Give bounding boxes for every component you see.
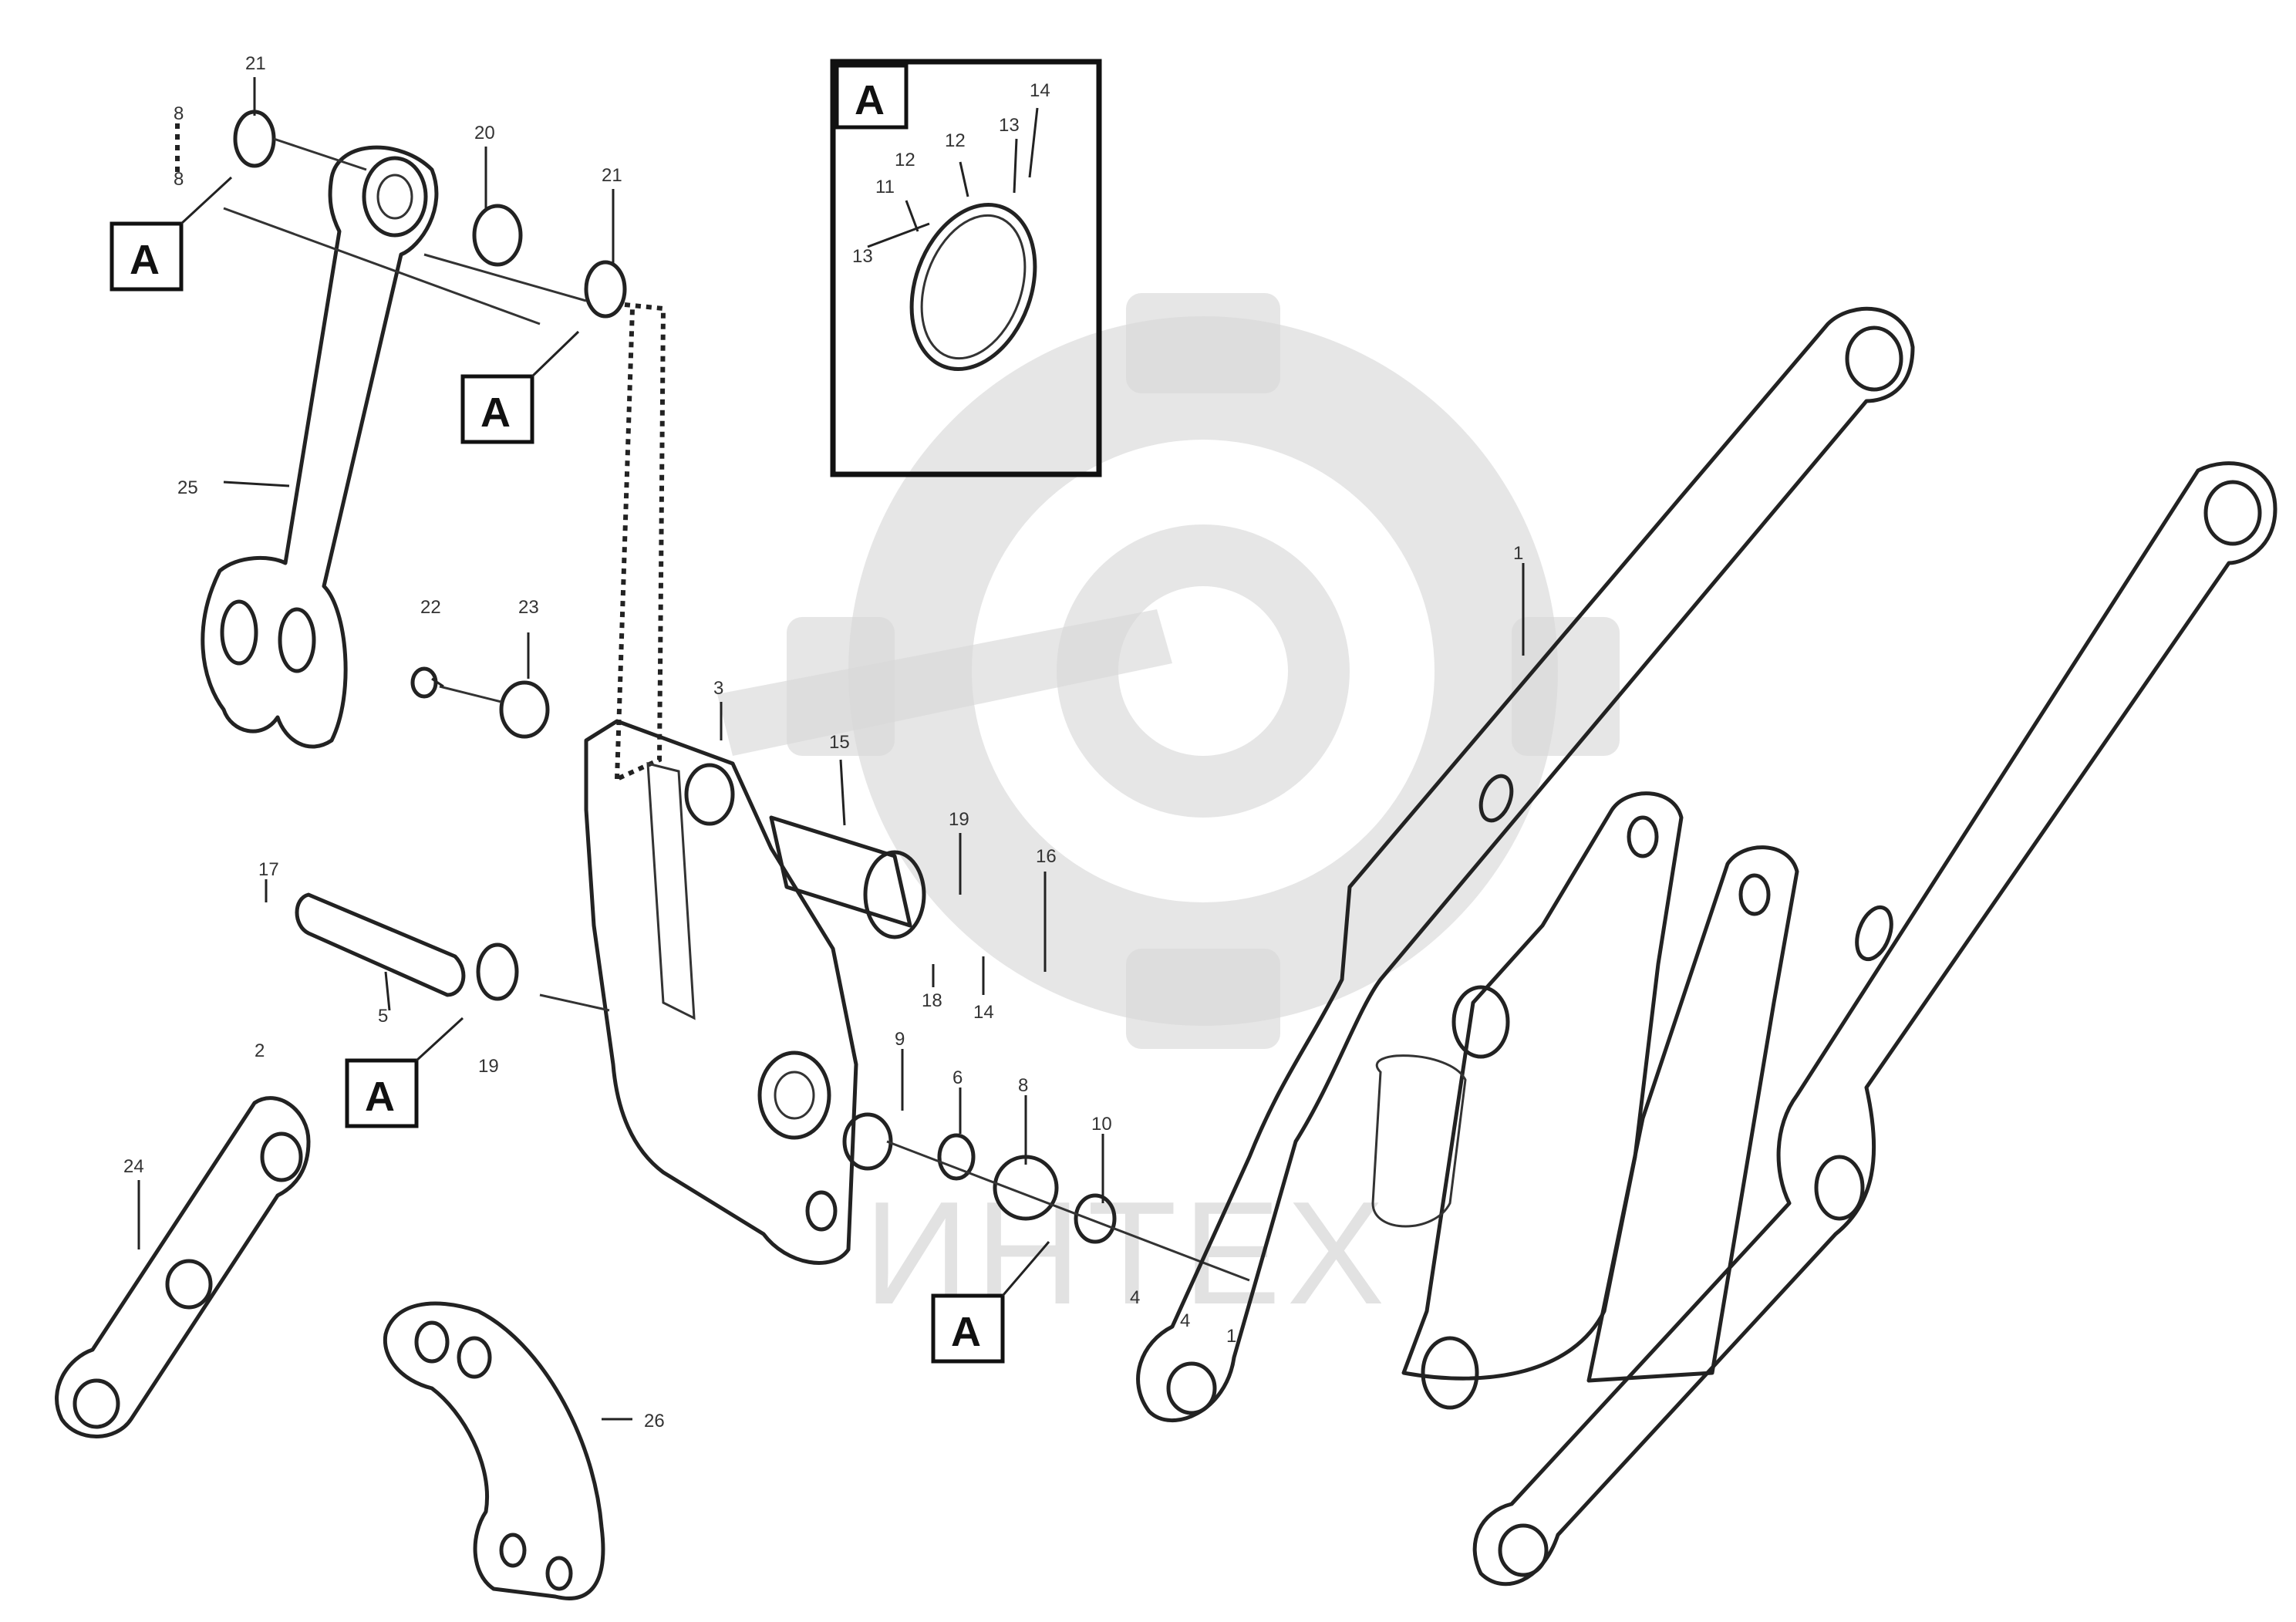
part-label: 5	[378, 1006, 388, 1027]
part-label: 13	[852, 246, 873, 267]
lift-arm-left	[1136, 306, 1915, 1422]
part-label: 12	[945, 130, 966, 151]
svg-text:A: A	[480, 389, 511, 436]
svg-text:A: A	[951, 1309, 981, 1355]
part-label: 2	[255, 1040, 265, 1061]
svg-text:A: A	[365, 1074, 395, 1120]
part-label: 11	[875, 177, 895, 197]
part-label: 21	[602, 165, 622, 186]
part-label: 4	[1180, 1310, 1190, 1331]
bushing-part	[584, 260, 627, 319]
part-label: 3	[713, 678, 723, 699]
part-label: 10	[1091, 1114, 1112, 1135]
lift-arm-right	[1472, 461, 2277, 1587]
detail-a-inset: A	[830, 59, 1102, 477]
part-label: 18	[922, 990, 942, 1011]
part-label: 8	[174, 169, 184, 190]
part-label: 21	[245, 53, 266, 74]
svg-text:A: A	[130, 237, 160, 283]
part-label: 4	[1130, 1287, 1140, 1308]
part-label: 17	[258, 859, 279, 880]
watermark-gear-icon	[717, 293, 1620, 1049]
part-label: 16	[1036, 846, 1057, 867]
bushing-part	[233, 110, 276, 168]
part-label: 19	[949, 809, 969, 830]
ref-box-a-2: A	[460, 330, 580, 444]
part-label: 23	[518, 597, 539, 618]
pin-assembly	[295, 666, 1250, 1282]
cross-tube-frame	[1371, 791, 1799, 1410]
part-label: 25	[177, 477, 198, 498]
ref-box-a-4: A	[931, 1241, 1050, 1364]
upper-link-part	[201, 145, 439, 749]
lower-link-24	[55, 1096, 311, 1438]
bellcrank-part	[584, 719, 858, 1265]
ref-box-a-1: A	[110, 176, 233, 292]
part-number-labels: 21 8 8 20 21 25 22 23 3 15 19 16 18 14 1…	[123, 53, 1523, 1431]
part-label: 13	[999, 115, 1020, 136]
part-label: 26	[644, 1411, 665, 1431]
ref-box-a-3: A	[345, 1017, 464, 1128]
inset-ref-label: A	[855, 77, 885, 123]
part-label: 12	[895, 150, 915, 170]
part-label: 22	[420, 597, 441, 618]
part-label: 6	[952, 1067, 963, 1088]
sleeve-part	[472, 204, 523, 267]
part-label: 8	[174, 103, 184, 124]
part-label: 14	[973, 1002, 994, 1023]
callout-leaders	[137, 77, 1525, 1421]
part-label: 19	[478, 1056, 499, 1077]
part-label: 9	[895, 1029, 905, 1050]
part-label: 8	[1018, 1075, 1028, 1096]
lower-link-26	[383, 1301, 605, 1600]
part-label: 15	[829, 732, 850, 753]
part-label: 14	[1030, 80, 1050, 101]
part-label: 20	[474, 123, 495, 143]
part-label: 1	[1513, 543, 1523, 564]
part-label: 24	[123, 1156, 144, 1177]
part-label: 1	[1226, 1326, 1236, 1347]
